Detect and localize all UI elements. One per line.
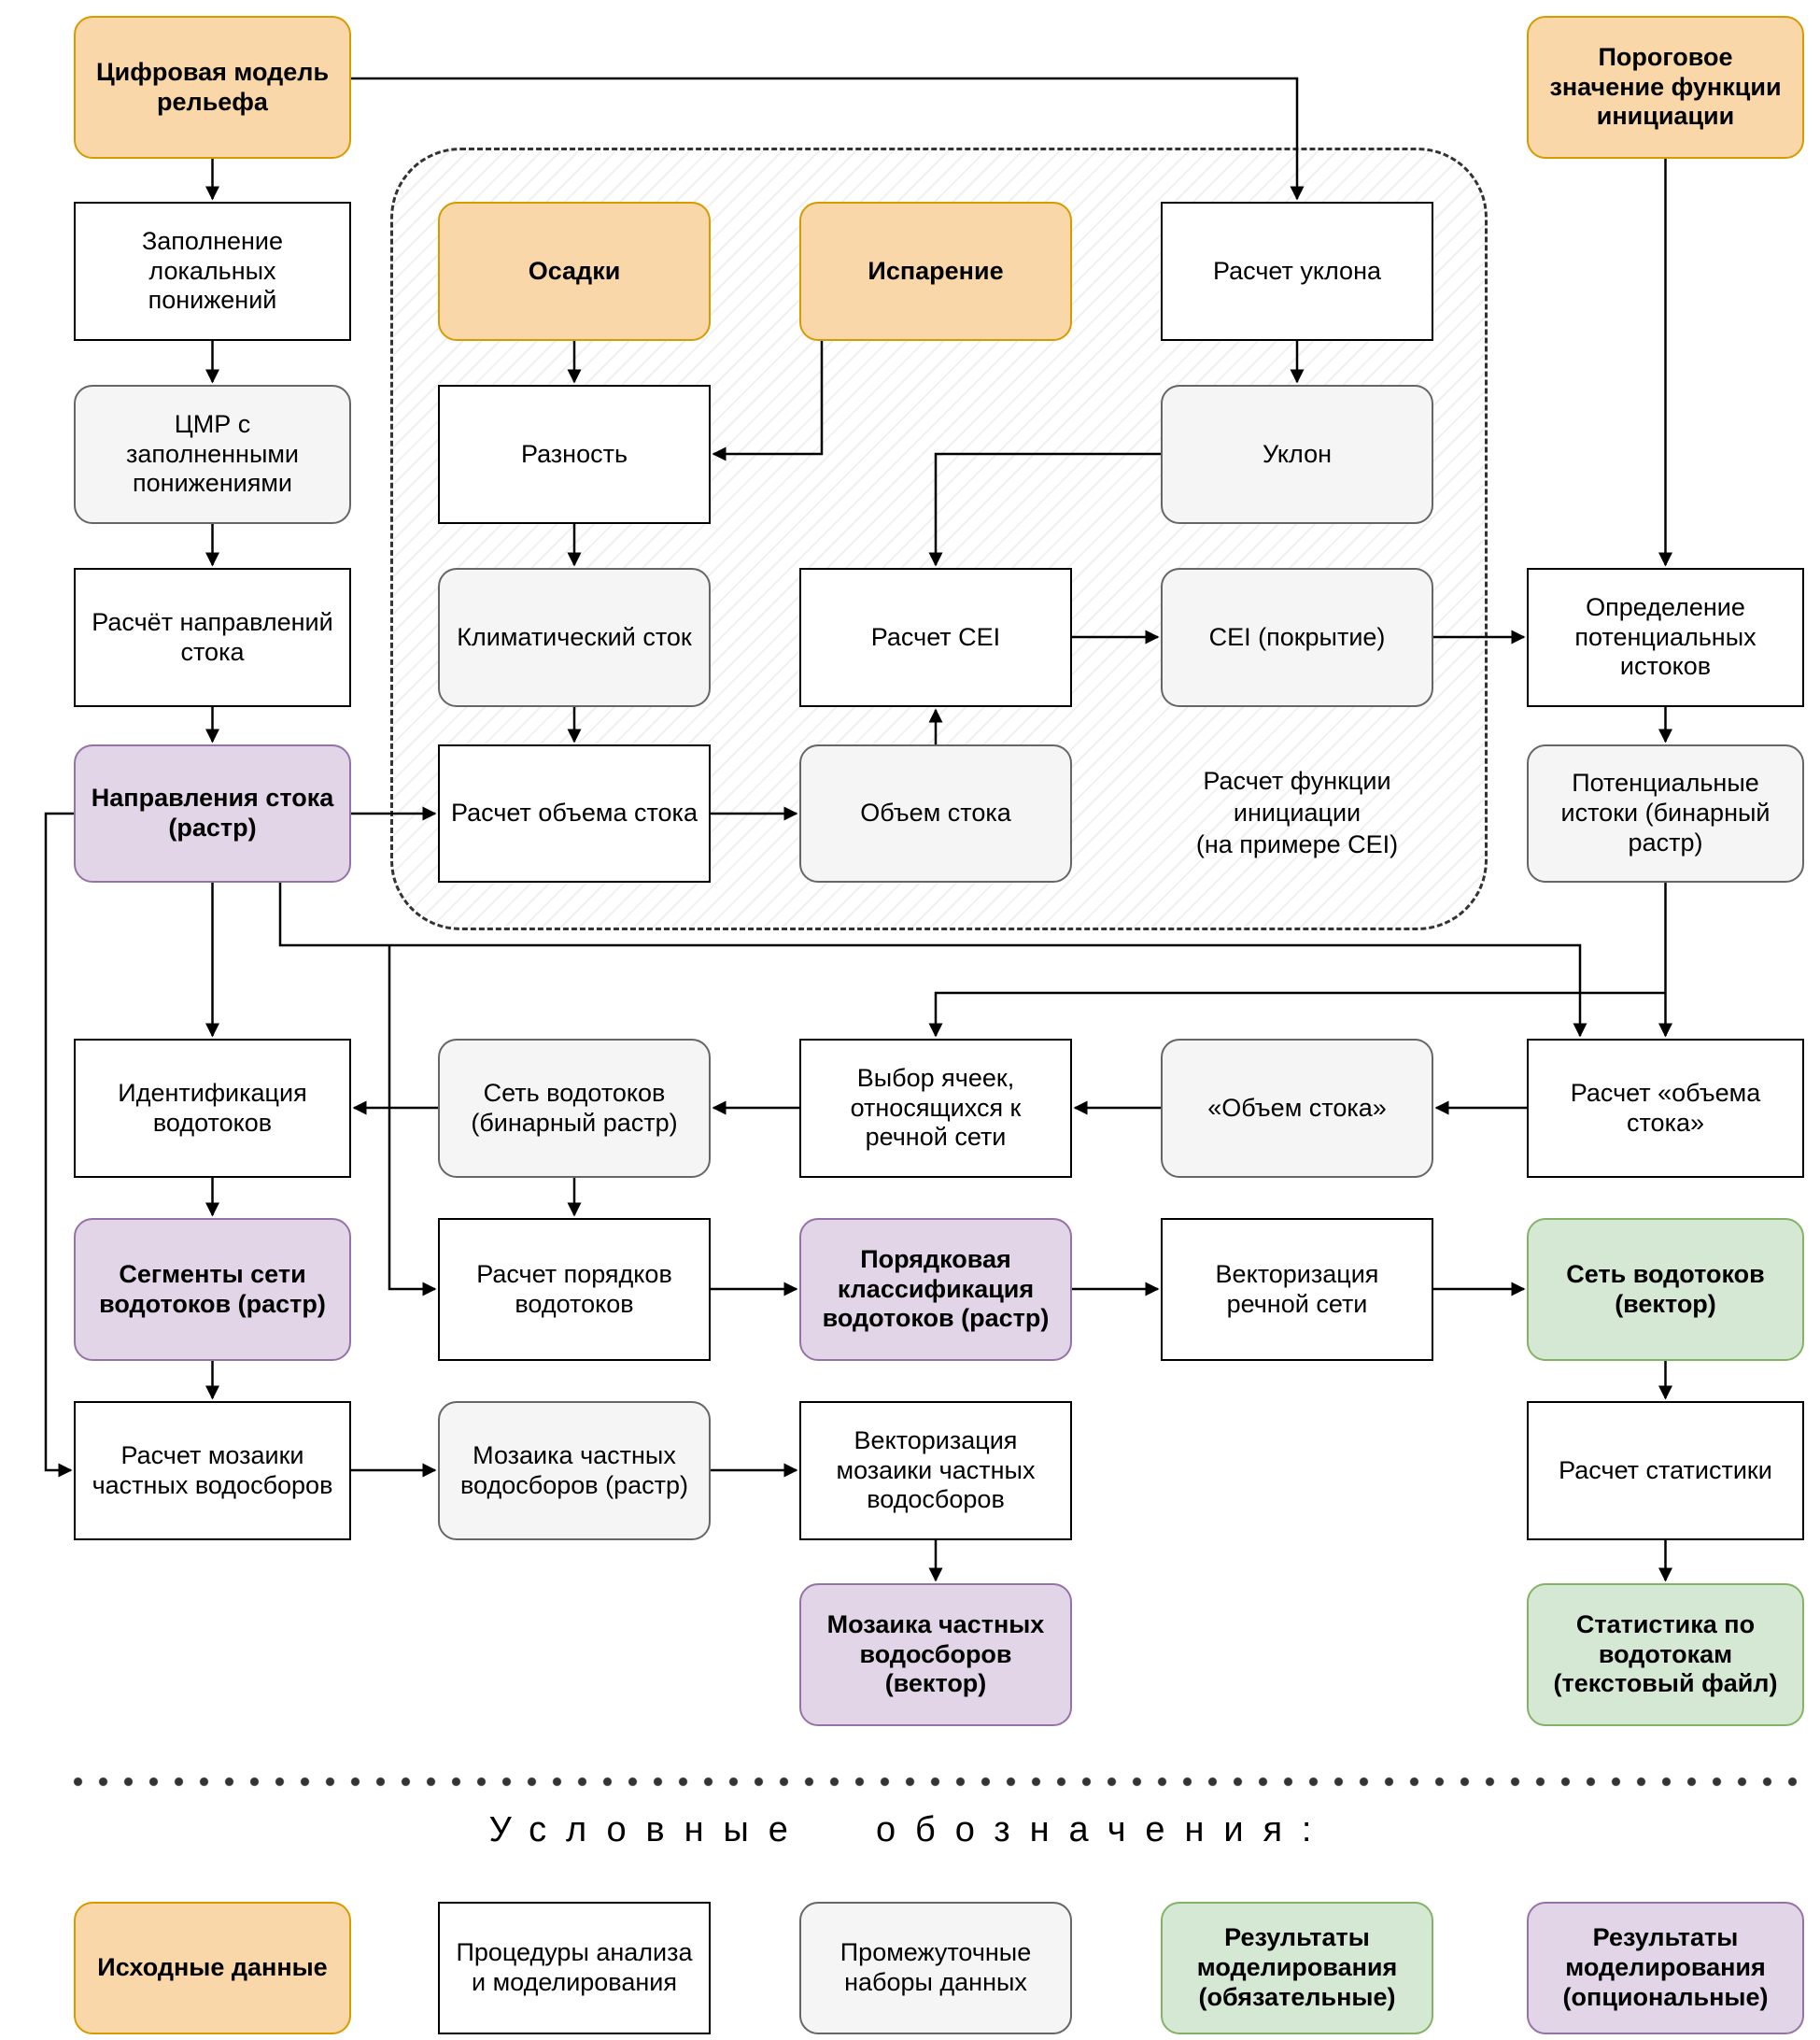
arrow-flow-dir-raster-to-runoff-volume-calc-quoted (278, 883, 1587, 1038)
node-flow-dir-calc: Расчёт направлений стока (74, 568, 351, 707)
node-cei-coverage: CEI (покрытие) (1161, 568, 1433, 707)
node-potential-sources-raster: Потенциальные истоки (бинарный растр) (1527, 744, 1804, 883)
node-slope: Уклон (1161, 385, 1433, 524)
node-difference: Разность (438, 385, 711, 524)
node-stats-calc: Расчет статистики (1527, 1401, 1804, 1540)
node-cell-selection: Выбор ячеек, относящихся к речной сети (799, 1039, 1072, 1178)
arrow-dmr-to-slope-calc (351, 77, 1305, 201)
node-threshold: Пороговое значение функции инициации (1527, 16, 1804, 159)
arrow-potential-sources-raster-to-cell-selection (928, 991, 1666, 1038)
node-dmr: Цифровая модель рельефа (74, 16, 351, 159)
node-stream-order-calc: Расчет порядков водотоков (438, 1218, 711, 1361)
node-cei-calc: Расчет CEI (799, 568, 1072, 707)
legend-item-optional: Результаты моделирования (опциональные) (1527, 1902, 1804, 2034)
node-stream-segments-raster: Сегменты сети водотоков (растр) (74, 1218, 351, 1361)
node-catchment-mosaic-vectorization: Векторизация мозаики частных водосборов (799, 1401, 1072, 1540)
node-dem-filled: ЦМР с заполненными понижениями (74, 385, 351, 524)
node-flow-dir-raster: Направления стока (растр) (74, 744, 351, 883)
node-catchment-mosaic-calc: Расчет мозаики частных водосборов (74, 1401, 351, 1540)
node-climatic-runoff: Климатический сток (438, 568, 711, 707)
node-slope-calc: Расчет уклона (1161, 202, 1433, 341)
node-catchment-mosaic-vector: Мозаика частных водосборов (вектор) (799, 1583, 1072, 1726)
node-runoff-volume-calc: Расчет объема стока (438, 744, 711, 883)
arrow-evaporation-to-difference (712, 341, 824, 461)
legend-item-intermediate: Промежуточные наборы данных (799, 1902, 1072, 2034)
node-stream-order-raster: Порядковая классификация водотоков (раст… (799, 1218, 1072, 1361)
node-evaporation: Испарение (799, 202, 1072, 341)
node-runoff-volume: Объем стока (799, 744, 1072, 883)
node-runoff-volume-quoted: «Объем стока» (1161, 1039, 1433, 1178)
node-river-vectorization: Векторизация речной сети (1161, 1218, 1433, 1361)
node-stream-stats-file: Статистика по водотокам (текстовый файл) (1527, 1583, 1804, 1726)
arrow-slope-to-cei-calc (928, 452, 1161, 567)
legend-item-input: Исходные данные (74, 1902, 351, 2034)
node-potential-sources-calc: Определение потенциальных истоков (1527, 568, 1804, 707)
group-caption: Расчет функции инициации (на примере CEI… (1195, 767, 1399, 858)
node-precipitation: Осадки (438, 202, 711, 341)
legend-item-mandatory: Результаты моделирования (обязательные) (1161, 1902, 1433, 2034)
node-catchment-mosaic-raster: Мозаика частных водосборов (растр) (438, 1401, 711, 1540)
legend-item-process: Процедуры анализа и моделирования (438, 1902, 711, 2034)
arrow-flow-dir-raster-to-catchment-mosaic-calc (44, 812, 74, 1478)
dotted-separator (65, 1777, 1807, 1787)
node-runoff-volume-calc-quoted: Расчет «объема стока» (1527, 1039, 1804, 1178)
node-stream-network-binary: Сеть водотоков (бинарный растр) (438, 1039, 711, 1178)
node-stream-identification: Идентификация водотоков (74, 1039, 351, 1178)
node-fill-sinks: Заполнение локальных понижений (74, 202, 351, 341)
arrow-flow-dir-raster-to-stream-order-calc (388, 945, 437, 1296)
legend-title: Условные обозначения: (488, 1810, 1332, 1849)
node-stream-network-vector: Сеть водотоков (вектор) (1527, 1218, 1804, 1361)
